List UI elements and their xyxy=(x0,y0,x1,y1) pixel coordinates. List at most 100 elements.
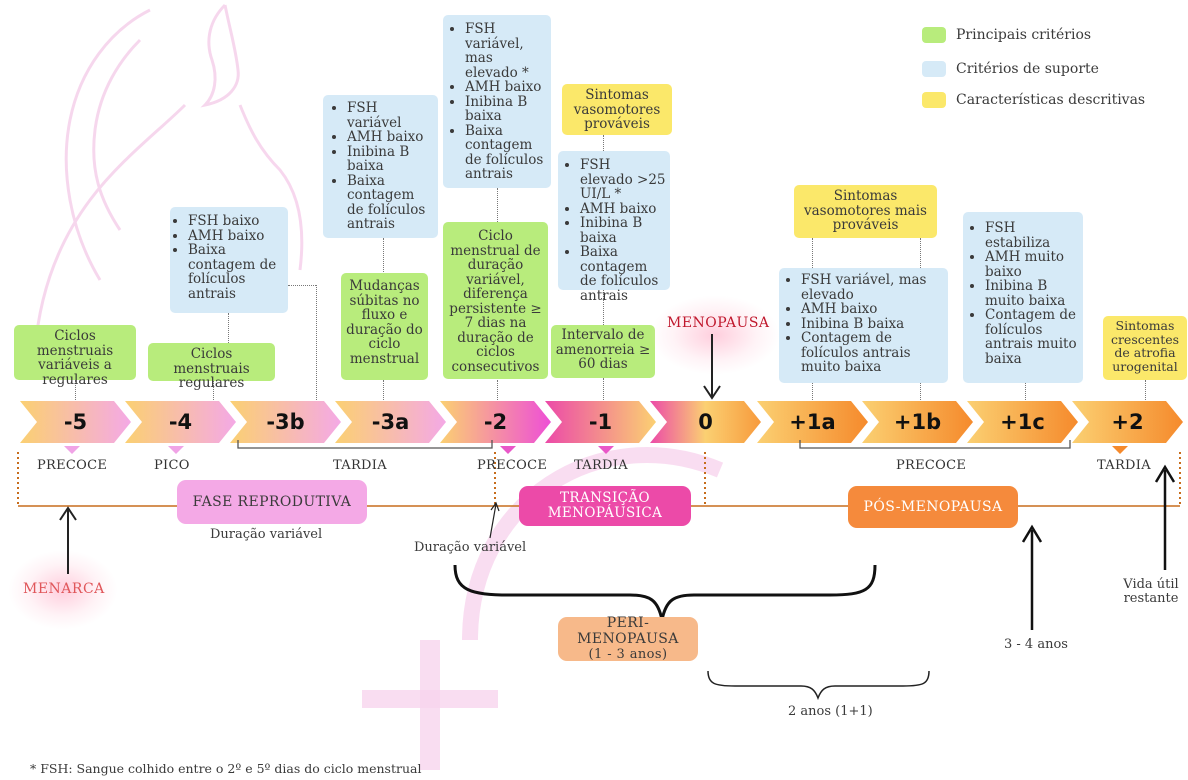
stage-arrow-plus2: +2 xyxy=(1072,401,1183,443)
legend-descriptive-label: Características descritivas xyxy=(956,92,1146,108)
list-item: AMH baixo xyxy=(465,80,547,95)
menopause-glow xyxy=(650,295,780,375)
legend-support: Critérios de suporte xyxy=(922,61,1099,77)
duration-note-reproductive: Duração variável xyxy=(210,527,323,542)
stage-arrow-minus3b: -3b xyxy=(230,401,341,443)
menarche-glow xyxy=(8,550,118,630)
criteria-main-stage-4: Ciclos menstruais regulares xyxy=(148,343,275,390)
legend-support-label: Critérios de suporte xyxy=(956,61,1099,77)
sublabel-stage-5: PRECOCE xyxy=(37,458,108,473)
criteria-support-stage-1-list: FSH elevado >25 UI/L * AMH baixo Inibina… xyxy=(562,158,666,303)
stage-label: +1c xyxy=(1000,410,1045,434)
criteria-support-stage-p1c-list: FSH estabiliza AMH muito baixo Inibina B… xyxy=(967,221,1079,366)
legend-main: Principais critérios xyxy=(922,27,1091,43)
list-item: FSH estabiliza xyxy=(985,221,1079,250)
sublabel-post-1: PRECOCE xyxy=(896,458,967,473)
stage-arrow-minus5: -5 xyxy=(20,401,131,443)
criteria-main-stage-5: Ciclos menstruais variáveis a regulares xyxy=(14,325,136,387)
remaining-life-arrow-icon xyxy=(1154,464,1176,570)
stage-label: 0 xyxy=(698,410,713,434)
phase-perimenopause-duration: (1 - 3 anos) xyxy=(588,647,668,662)
criteria-descriptive-stage-1: Sintomas vasomotores prováveis xyxy=(562,84,672,135)
sublabel-stage-3: TARDIA xyxy=(333,458,387,473)
stage-arrow-minus4: -4 xyxy=(125,401,236,443)
sublabel-stage-2: PRECOCE xyxy=(477,458,548,473)
stage-label: -4 xyxy=(168,410,193,434)
legend-main-label: Principais critérios xyxy=(956,27,1092,43)
criteria-main-stage-2: Ciclo menstrual de duração variável, dif… xyxy=(443,222,548,379)
phase-postmenopause-label: PÓS-MENOPAUSA xyxy=(863,499,1003,515)
legend-descriptive-swatch xyxy=(922,92,946,108)
stage-label: -3a xyxy=(371,410,410,434)
criteria-main-stage-1: Intervalo de amenorreia ≥ 60 dias xyxy=(551,325,655,378)
stage-arrow-plus1b: +1b xyxy=(862,401,973,443)
stage-label: -1 xyxy=(588,410,613,434)
phase-transition: TRANSIÇÃO MENOPÁUSICA xyxy=(519,486,691,526)
criteria-descriptive-stage-p2-text: Sintomas crescentes de atrofia urogenita… xyxy=(1110,318,1180,374)
stage-arrow-zero: 0 xyxy=(650,401,761,443)
menarche-label: MENARCA xyxy=(23,581,105,597)
list-item: Contagem de folículos antrais muito baix… xyxy=(985,308,1079,366)
criteria-main-stage-3a: Mudanças súbitas no fluxo e duração do c… xyxy=(341,273,428,380)
footnote: * FSH: Sangue colhido entre o 2º e 5º di… xyxy=(30,761,422,776)
menopause-label: MENOPAUSA xyxy=(667,315,770,331)
criteria-support-stage-p1ab: FSH variável, mas elevado AMH baixo Inib… xyxy=(779,268,948,383)
criteria-descriptive-stage-1-text: Sintomas vasomotores prováveis xyxy=(573,87,661,132)
legend-descriptive: Características descritivas xyxy=(922,92,1145,108)
list-item: FSH elevado >25 UI/L * xyxy=(580,158,666,202)
list-item: Contagem de folículos antrais muito baix… xyxy=(801,331,944,375)
stage-arrow-plus1c: +1c xyxy=(967,401,1078,443)
phase-perimenopause-label: PERI-MENOPAUSA xyxy=(577,615,679,647)
list-item: AMH muito baixo xyxy=(985,250,1079,279)
sublabel-stage-1: TARDIA xyxy=(574,458,628,473)
criteria-support-stage-4: FSH baixo AMH baixo Baixa contagem de fo… xyxy=(170,207,288,313)
list-item: FSH variável xyxy=(347,101,434,130)
legend-main-swatch xyxy=(922,27,946,43)
criteria-descriptive-stage-p1: Sintomas vasomotores mais prováveis xyxy=(794,185,937,238)
criteria-support-stage-2-list: FSH variável, mas elevado * AMH baixo In… xyxy=(447,22,547,182)
legend-support-swatch xyxy=(922,61,946,77)
list-item: Baixa contagem de folículos antrais xyxy=(188,243,284,301)
stage-label: -2 xyxy=(483,410,508,434)
criteria-support-stage-2: FSH variável, mas elevado * AMH baixo In… xyxy=(443,15,551,188)
three-four-years-arrow-icon xyxy=(1021,524,1043,630)
criteria-main-stage-2-text: Ciclo menstrual de duração variável, dif… xyxy=(449,228,542,375)
two-years-note: 2 anos (1+1) xyxy=(788,704,873,719)
stage-arrow-plus1a: +1a xyxy=(757,401,868,443)
stage-label: +1b xyxy=(893,410,942,434)
list-item: Inibina B baixa xyxy=(801,316,944,332)
sublabel-stage-4: PICO xyxy=(154,458,190,473)
criteria-support-stage-3a-list: FSH variável AMH baixo Inibina B baixa B… xyxy=(329,101,434,232)
criteria-support-stage-4-list: FSH baixo AMH baixo Baixa contagem de fo… xyxy=(170,214,284,301)
list-item: Inibina B baixa xyxy=(580,216,666,245)
criteria-main-stage-5-text: Ciclos menstruais variáveis a regulares xyxy=(36,328,114,388)
phase-reproductive-label: FASE REPRODUTIVA xyxy=(192,494,352,510)
duration-arrow-icon xyxy=(489,501,500,539)
criteria-descriptive-stage-p1-text: Sintomas vasomotores mais prováveis xyxy=(804,188,927,233)
list-item: FSH variável, mas elevado xyxy=(801,273,944,302)
list-item: AMH baixo xyxy=(580,201,666,217)
phase-reproductive: FASE REPRODUTIVA xyxy=(177,480,367,524)
criteria-support-stage-1: FSH elevado >25 UI/L * AMH baixo Inibina… xyxy=(558,151,670,303)
criteria-support-stage-p1c: FSH estabiliza AMH muito baixo Inibina B… xyxy=(963,212,1083,383)
criteria-main-stage-4-text: Ciclos menstruais regulares xyxy=(173,346,250,391)
remaining-life-line1: Vida útil xyxy=(1123,577,1179,592)
stage-label: -3b xyxy=(266,410,305,434)
list-item: FSH variável, mas elevado * xyxy=(465,22,547,80)
phase-postmenopause: PÓS-MENOPAUSA xyxy=(848,486,1018,528)
list-item: Inibina B muito baixa xyxy=(985,279,1079,308)
phase-perimenopause: PERI-MENOPAUSA (1 - 3 anos) xyxy=(558,615,698,662)
stage-label: +2 xyxy=(1111,410,1144,434)
stage-arrow-minus3a: -3a xyxy=(335,401,446,443)
list-item: Inibina B baixa xyxy=(465,94,547,124)
three-four-years-note: 3 - 4 anos xyxy=(1004,637,1068,652)
list-item: AMH baixo xyxy=(188,228,284,244)
criteria-support-stage-p1ab-list: FSH variável, mas elevado AMH baixo Inib… xyxy=(783,273,944,375)
stage-label: -5 xyxy=(63,410,88,434)
menarche-arrow-icon xyxy=(59,506,77,574)
criteria-main-stage-3a-text: Mudanças súbitas no fluxo e duração do c… xyxy=(346,278,423,367)
list-item: AMH baixo xyxy=(801,302,944,317)
list-item: Baixa contagem de folículos antrais xyxy=(580,245,666,303)
two-years-brace-icon xyxy=(707,670,930,700)
